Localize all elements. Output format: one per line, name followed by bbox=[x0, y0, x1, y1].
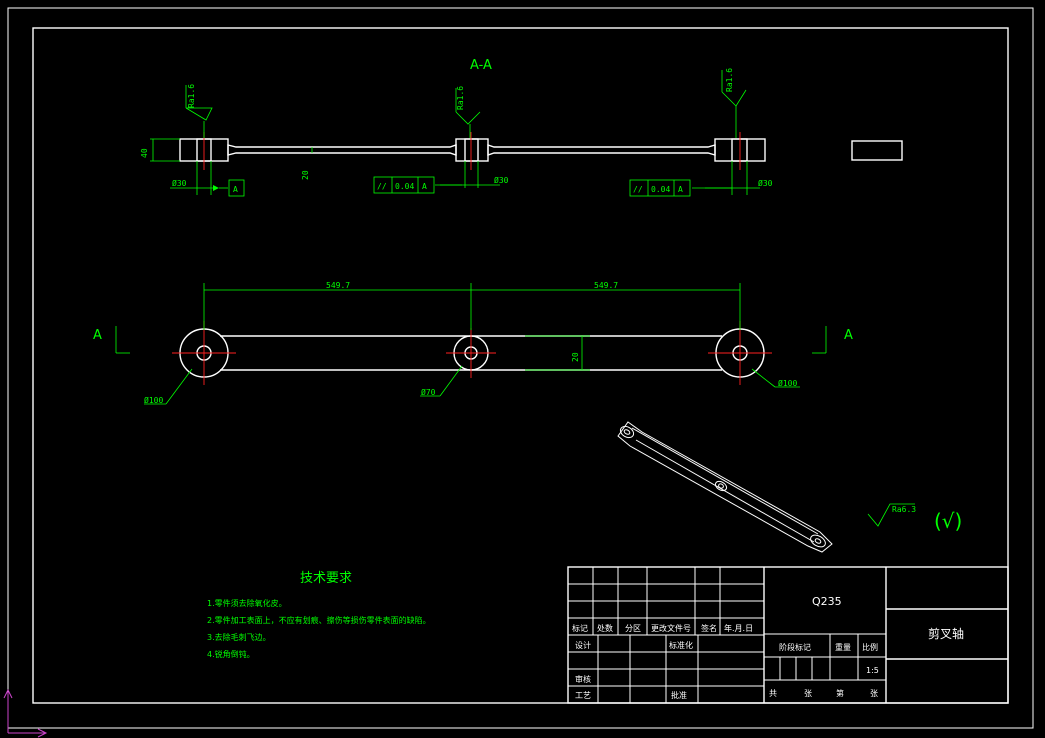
tolerance-frame-1 bbox=[373, 176, 435, 194]
rev-h-sign: 签名 bbox=[701, 623, 717, 633]
front-dimensions bbox=[115, 283, 827, 405]
roughness-1: Ra1.6 bbox=[187, 84, 196, 108]
tol1-symbol: // bbox=[377, 182, 387, 191]
section-label: A-A bbox=[470, 58, 492, 73]
tb-process: 工艺 bbox=[575, 691, 591, 700]
rev-h-mark: 标记 bbox=[572, 623, 588, 633]
isometric-view bbox=[617, 421, 833, 553]
tol2-symbol: // bbox=[633, 185, 643, 194]
inner-frame bbox=[32, 27, 1009, 704]
view-label-right: A bbox=[844, 328, 853, 343]
tech-req-title: 技术要求 bbox=[300, 571, 352, 586]
tb-scale: 比例 bbox=[862, 642, 878, 652]
ucs-icon bbox=[3, 688, 48, 738]
tb-part-name: 剪叉轴 bbox=[928, 626, 964, 641]
dim-h20: 20 bbox=[301, 170, 310, 180]
roughness-3: Ra1.6 bbox=[725, 68, 734, 92]
tech-req-1: 1.零件须去除氧化皮。 bbox=[207, 598, 287, 608]
rev-h-zone: 分区 bbox=[625, 624, 641, 633]
section-dimensions bbox=[150, 138, 760, 197]
tb-material: Q235 bbox=[812, 595, 842, 608]
dim-dia30-c: Ø30 bbox=[758, 178, 773, 188]
tech-req-4: 4.锐角倒钝。 bbox=[207, 649, 255, 659]
dim-h40: 40 bbox=[140, 148, 149, 158]
dim-w20: 20 bbox=[571, 352, 580, 362]
datum-box bbox=[228, 179, 245, 197]
tech-req-2: 2.零件加工表面上，不应有划痕、擦伤等损伤零件表面的缺陷。 bbox=[207, 615, 431, 625]
tb-sheet-no: 第 bbox=[836, 688, 844, 698]
dim-dia30-a: Ø30 bbox=[172, 178, 187, 188]
small-rect bbox=[851, 140, 903, 161]
tb-weight: 重量 bbox=[835, 642, 851, 652]
tb-stage-mark: 阶段标记 bbox=[779, 642, 811, 652]
title-block bbox=[567, 566, 1009, 704]
view-label-left: A bbox=[93, 328, 102, 343]
tol1-value: 0.04 bbox=[395, 182, 414, 191]
roughness-general-symbol: (√) bbox=[934, 509, 962, 533]
tb-sheet-unit: 张 bbox=[870, 689, 878, 698]
tb-standardize: 标准化 bbox=[669, 640, 693, 650]
datum-letter: A bbox=[233, 185, 238, 194]
tol2-datum: A bbox=[678, 185, 683, 194]
roughness-2: Ra1.6 bbox=[456, 86, 465, 110]
roughness-marks bbox=[185, 70, 747, 138]
dim-len-right: 549.7 bbox=[594, 281, 618, 290]
general-roughness-mark bbox=[867, 503, 915, 527]
dim-dia100-left: Ø100 bbox=[144, 395, 163, 405]
rev-h-docno: 更改文件号 bbox=[651, 623, 691, 633]
tb-total: 共 bbox=[769, 689, 777, 698]
tol2-value: 0.04 bbox=[651, 185, 670, 194]
tol1-datum: A bbox=[422, 182, 427, 191]
tb-check: 审核 bbox=[575, 674, 591, 684]
tech-req-3: 3.去除毛刺飞边。 bbox=[207, 632, 271, 642]
middle-boss-section bbox=[455, 138, 489, 162]
dim-dia30-b: Ø30 bbox=[494, 175, 509, 185]
dim-dia100-right: Ø100 bbox=[778, 378, 797, 388]
rev-h-date: 年.月.日 bbox=[724, 623, 753, 633]
dim-dia70: Ø70 bbox=[421, 387, 436, 397]
tolerance-frame-2 bbox=[629, 179, 691, 197]
left-bar-section bbox=[227, 144, 457, 156]
tb-sheets: 张 bbox=[804, 689, 812, 698]
rev-h-count: 处数 bbox=[597, 623, 613, 633]
dim-len-left: 549.7 bbox=[326, 281, 350, 290]
front-view bbox=[172, 321, 772, 385]
right-bar-section bbox=[487, 144, 716, 156]
tb-design: 设计 bbox=[575, 640, 591, 650]
tb-approve: 批准 bbox=[671, 690, 687, 700]
section-view bbox=[179, 132, 766, 170]
roughness-general: Ra6.3 bbox=[892, 505, 916, 514]
outer-frame bbox=[7, 7, 1034, 729]
tb-scale-value: 1:5 bbox=[866, 666, 879, 675]
